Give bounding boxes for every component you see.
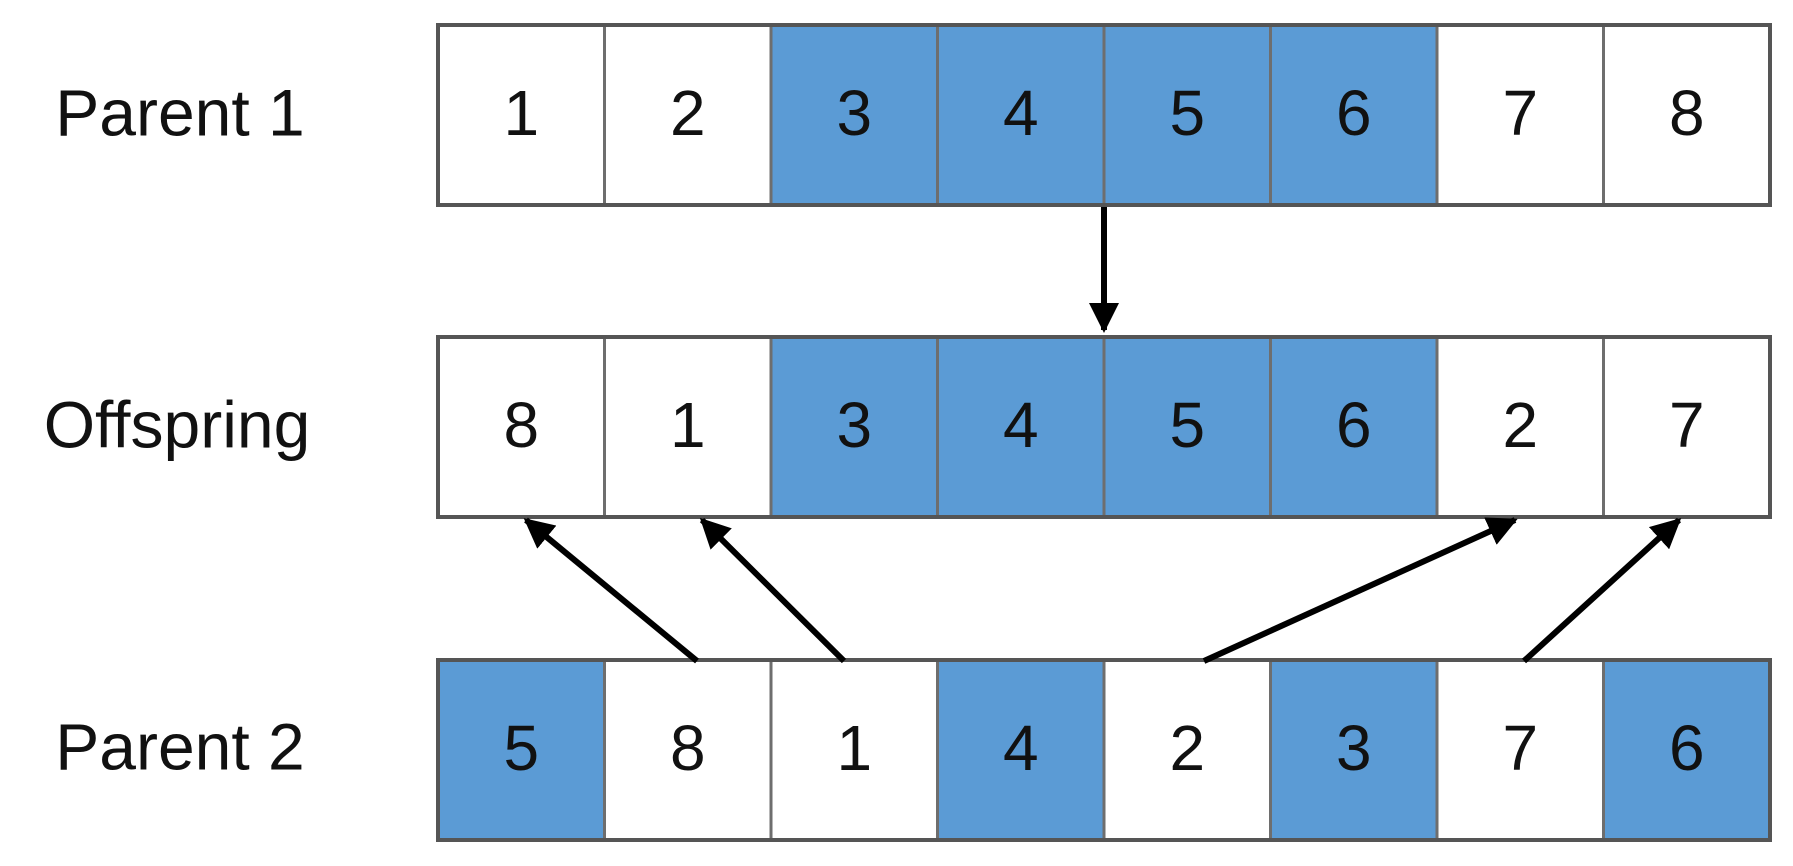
gene-value-offspring-4: 4 <box>1003 389 1039 461</box>
gene-cell-parent-1-1 <box>436 23 606 207</box>
gene-value-offspring-8: 7 <box>1669 389 1705 461</box>
gene-cell-offspring-7 <box>1435 335 1605 519</box>
arrows <box>523 207 1682 664</box>
gene-value-parent-2-8: 6 <box>1669 712 1705 784</box>
gene-value-parent-2-4: 4 <box>1003 712 1039 784</box>
gene-value-parent-1-6: 6 <box>1336 77 1372 149</box>
row-label-parent-1: Parent 1 <box>55 75 305 149</box>
row-border-offspring <box>436 335 1772 519</box>
arrow-gene-7 <box>1521 517 1682 664</box>
gene-cell-parent-2-6 <box>1269 658 1439 842</box>
gene-value-parent-1-1: 1 <box>503 77 539 149</box>
gene-cell-offspring-4 <box>936 335 1106 519</box>
gene-value-offspring-1: 8 <box>503 389 539 461</box>
gene-cell-offspring-3 <box>769 335 939 519</box>
row-label-parent-2: Parent 2 <box>55 709 305 783</box>
arrow-gene-2 <box>1202 517 1518 664</box>
gene-value-offspring-3: 3 <box>836 389 872 461</box>
gene-cell-offspring-5 <box>1102 335 1272 519</box>
gene-cell-parent-2-2 <box>603 658 773 842</box>
gene-cell-offspring-1 <box>436 335 606 519</box>
gene-value-offspring-2: 1 <box>670 389 706 461</box>
row-label-offspring: Offspring <box>44 387 311 461</box>
row-offspring: 8 1 3 4 5 6 2 7 <box>436 335 1772 519</box>
gene-value-offspring-5: 5 <box>1169 389 1205 461</box>
gene-cell-offspring-6 <box>1269 335 1439 519</box>
row-border-parent-1 <box>436 23 1772 207</box>
gene-cell-parent-2-1 <box>436 658 606 842</box>
gene-cell-parent-2-8 <box>1602 658 1772 842</box>
gene-value-parent-1-7: 7 <box>1502 77 1538 149</box>
arrow-gene-1 <box>699 517 847 664</box>
gene-value-parent-2-6: 3 <box>1336 712 1372 784</box>
gene-value-parent-2-1: 5 <box>503 712 539 784</box>
gene-cells: 1 2 3 4 5 6 7 8 8 1 3 4 5 6 2 7 5 8 1 4 2 3 7 6 <box>436 23 1772 842</box>
gene-value-offspring-6: 6 <box>1336 389 1372 461</box>
gene-value-parent-1-5: 5 <box>1169 77 1205 149</box>
gene-value-parent-2-7: 7 <box>1502 712 1538 784</box>
gene-cell-parent-1-8 <box>1602 23 1772 207</box>
gene-value-parent-2-5: 2 <box>1169 712 1205 784</box>
gene-cell-parent-1-6 <box>1269 23 1439 207</box>
gene-value-parent-1-4: 4 <box>1003 77 1039 149</box>
arrow-gene-8 <box>523 517 699 664</box>
gene-cell-offspring-2 <box>603 335 773 519</box>
row-parent-1: 1 2 3 4 5 6 7 8 <box>436 23 1772 207</box>
gene-value-parent-2-2: 8 <box>670 712 706 784</box>
gene-value-parent-1-2: 2 <box>670 77 706 149</box>
gene-value-parent-1-8: 8 <box>1669 77 1705 149</box>
gene-value-parent-1-3: 3 <box>836 77 872 149</box>
gene-cell-parent-1-2 <box>603 23 773 207</box>
gene-value-offspring-7: 2 <box>1502 389 1538 461</box>
row-parent-2: 5 8 1 4 2 3 7 6 <box>436 658 1772 842</box>
gene-value-parent-2-3: 1 <box>836 712 872 784</box>
row-border-parent-2 <box>436 658 1772 842</box>
